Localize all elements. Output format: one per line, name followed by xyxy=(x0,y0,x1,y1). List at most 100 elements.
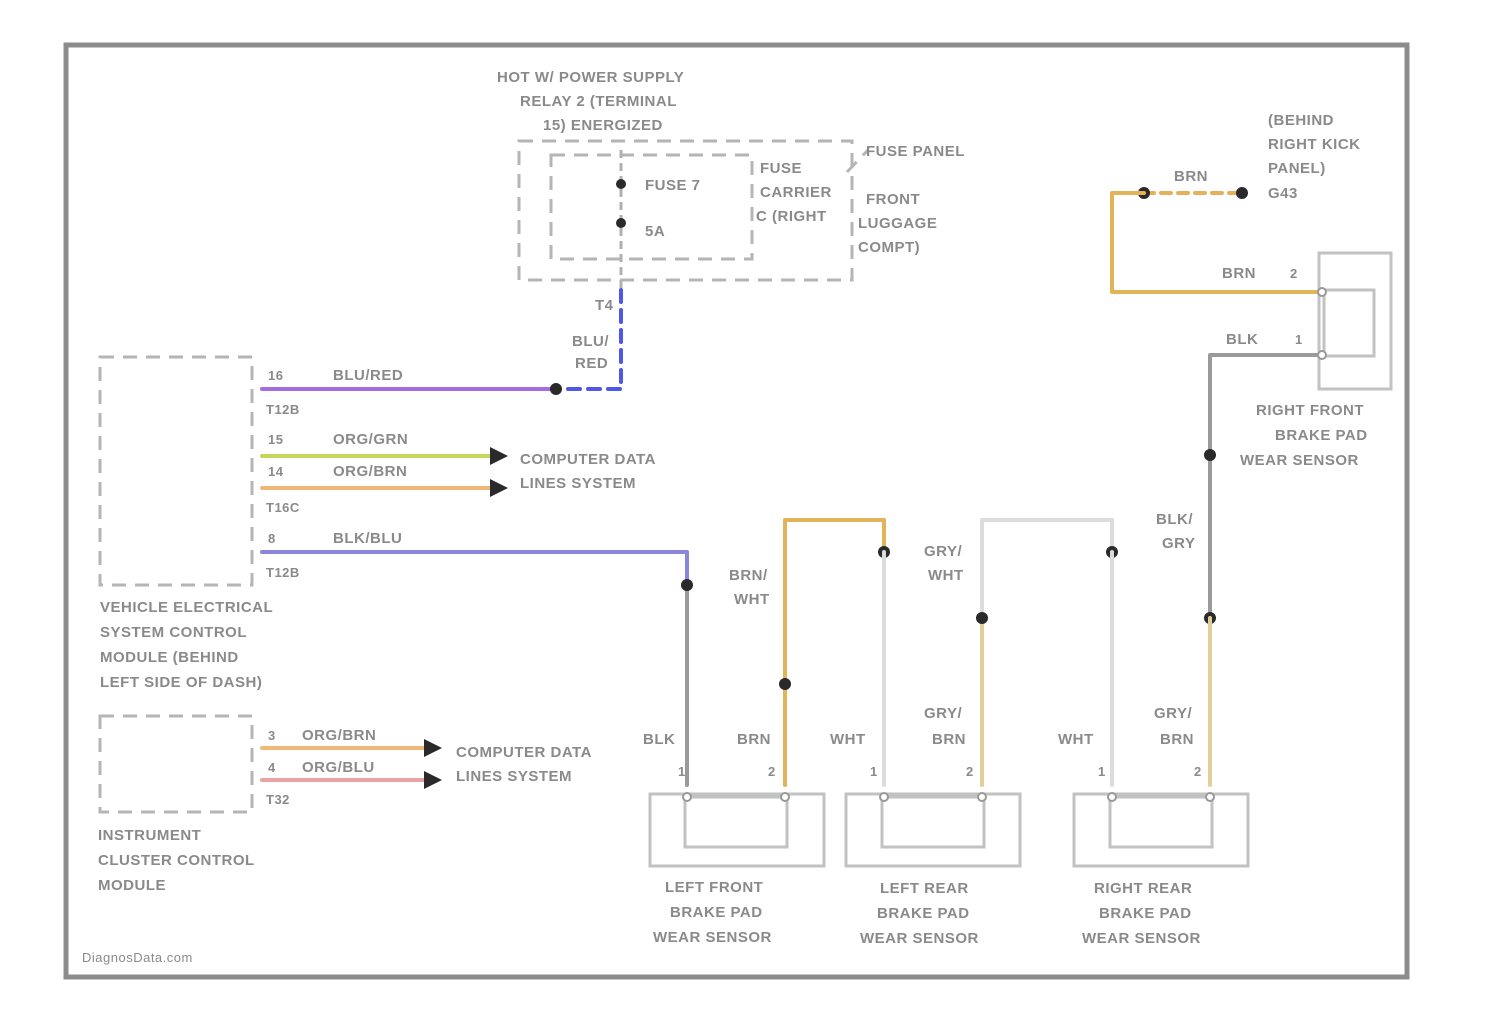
behind-label-2: RIGHT KICK xyxy=(1268,136,1361,153)
vesc-pin-14: 14 xyxy=(268,464,284,479)
watermark: DiagnosData.com xyxy=(82,950,193,965)
front-luggage-label-1: FRONT xyxy=(866,191,920,208)
rr-terminal-2 xyxy=(1206,793,1214,801)
vesc-org-grn-label: ORG/GRN xyxy=(333,431,408,448)
fuse-node-bottom xyxy=(616,218,626,228)
vesc-pin-8: 8 xyxy=(268,531,276,546)
lf-sensor-title-3: WEAR SENSOR xyxy=(653,929,772,946)
lf-sensor-title-1: LEFT FRONT xyxy=(665,879,763,896)
vesc-title-4: LEFT SIDE OF DASH) xyxy=(100,674,262,691)
rf-sensor-title-1: RIGHT FRONT xyxy=(1256,402,1364,419)
lr-wht-label: WHT xyxy=(830,731,866,748)
lr-sensor-inner xyxy=(882,797,984,847)
blu-red-label-1: BLU/ xyxy=(572,333,609,350)
fuse-panel-leader xyxy=(847,150,868,172)
icm-title-2: CLUSTER CONTROL xyxy=(98,852,255,869)
front-luggage-label-2: LUGGAGE xyxy=(858,215,937,232)
rr-sensor-title-2: BRAKE PAD xyxy=(1099,905,1192,922)
lf-blk-label: BLK xyxy=(643,731,675,748)
hot-power-label-3: 15) ENERGIZED xyxy=(543,117,663,134)
rr-sensor-title-1: RIGHT REAR xyxy=(1094,880,1192,897)
icm-pin-4: 4 xyxy=(268,760,276,775)
icm-title-1: INSTRUMENT xyxy=(98,827,201,844)
rf-brn-label: BRN xyxy=(1222,265,1256,282)
rr-sensor xyxy=(1074,793,1248,866)
fuse-carrier-label-2: CARRIER xyxy=(760,184,832,201)
ground-label: G43 xyxy=(1268,185,1298,202)
vesc-connector-3: T12B xyxy=(266,565,300,580)
lf-pin-2: 2 xyxy=(768,764,776,779)
splice-blu-red xyxy=(550,383,562,395)
rf-sensor-housing xyxy=(1319,253,1391,389)
icm-org-brn-label: ORG/BRN xyxy=(302,727,376,744)
lf-sensor-title-2: BRAKE PAD xyxy=(670,904,763,921)
cdl-label-2a: COMPUTER DATA xyxy=(456,744,592,761)
vesc-title-1: VEHICLE ELECTRICAL xyxy=(100,599,273,616)
lr-sensor xyxy=(846,793,1020,866)
vesc-title-2: SYSTEM CONTROL xyxy=(100,624,247,641)
rr-wht-label: WHT xyxy=(1058,731,1094,748)
ground-point xyxy=(1236,187,1248,199)
vesc-title-3: MODULE (BEHIND xyxy=(100,649,239,666)
rf-pin-1: 1 xyxy=(1295,332,1303,347)
fuse-pin-label: T4 xyxy=(595,297,614,314)
icm-module-outline xyxy=(100,716,252,812)
rf-sensor-title-2: BRAKE PAD xyxy=(1275,427,1368,444)
icm-org-blu-label: ORG/BLU xyxy=(302,759,375,776)
rr-pin-2: 2 xyxy=(1194,764,1202,779)
blk-gry-label-1: BLK/ xyxy=(1156,511,1193,528)
fuse-carrier-label-1: FUSE xyxy=(760,160,802,177)
vesc-org-brn-label: ORG/BRN xyxy=(333,463,407,480)
rf-sensor-title-3: WEAR SENSOR xyxy=(1240,452,1359,469)
splice-lr-gry xyxy=(976,612,988,624)
arrow-org-grn xyxy=(490,447,508,465)
rr-pin-1: 1 xyxy=(1098,764,1106,779)
behind-label-3: PANEL) xyxy=(1268,160,1326,177)
cdl-label-1a: COMPUTER DATA xyxy=(520,451,656,468)
splice-lf-blk xyxy=(681,579,693,591)
fuse-amp-label: 5A xyxy=(645,223,665,240)
brn-wht-label-1: BRN/ xyxy=(729,567,768,584)
lf-sensor-housing xyxy=(650,794,824,866)
fuse-carrier-outline xyxy=(551,155,752,259)
rf-blk-label: BLK xyxy=(1226,331,1258,348)
lr-gry-label-1: GRY/ xyxy=(924,705,962,722)
arrow-icm-org-blu xyxy=(424,771,442,789)
gry-wht-label-2: WHT xyxy=(928,567,964,584)
vesc-connector-1: T12B xyxy=(266,402,300,417)
lr-gry-label-2: BRN xyxy=(932,731,966,748)
front-luggage-label-3: COMPT) xyxy=(858,239,920,256)
rr-terminal-1 xyxy=(1108,793,1116,801)
fuse-name-label: FUSE 7 xyxy=(645,177,701,194)
lr-sensor-title-1: LEFT REAR xyxy=(880,880,969,897)
lr-pin-1: 1 xyxy=(870,764,878,779)
wire-blk-blu xyxy=(262,552,687,585)
splice-rf-blk xyxy=(1204,449,1216,461)
lf-terminal-2 xyxy=(781,793,789,801)
rf-pin-2: 2 xyxy=(1290,266,1298,281)
vesc-blk-blu-label: BLK/BLU xyxy=(333,530,402,547)
lr-sensor-housing xyxy=(846,794,1020,866)
lr-sensor-title-3: WEAR SENSOR xyxy=(860,930,979,947)
rr-sensor-title-3: WEAR SENSOR xyxy=(1082,930,1201,947)
lf-terminal-1 xyxy=(683,793,691,801)
lr-pin-2: 2 xyxy=(966,764,974,779)
lr-terminal-2 xyxy=(978,793,986,801)
cdl-label-1b: LINES SYSTEM xyxy=(520,475,636,492)
vesc-pin-15: 15 xyxy=(268,432,283,447)
splice-lf-brn xyxy=(779,678,791,690)
rr-sensor-housing xyxy=(1074,794,1248,866)
arrow-icm-org-brn xyxy=(424,739,442,757)
rf-terminal-2 xyxy=(1318,288,1326,296)
vesc-connector-2: T16C xyxy=(266,500,300,515)
icm-connector: T32 xyxy=(266,792,290,807)
cdl-label-2b: LINES SYSTEM xyxy=(456,768,572,785)
behind-label-1: (BEHIND xyxy=(1268,112,1334,129)
hot-power-label-1: HOT W/ POWER SUPPLY xyxy=(497,69,684,86)
lf-sensor xyxy=(650,793,824,866)
fuse-node-top xyxy=(616,179,626,189)
lf-pin-1: 1 xyxy=(678,764,686,779)
lr-sensor-title-2: BRAKE PAD xyxy=(877,905,970,922)
